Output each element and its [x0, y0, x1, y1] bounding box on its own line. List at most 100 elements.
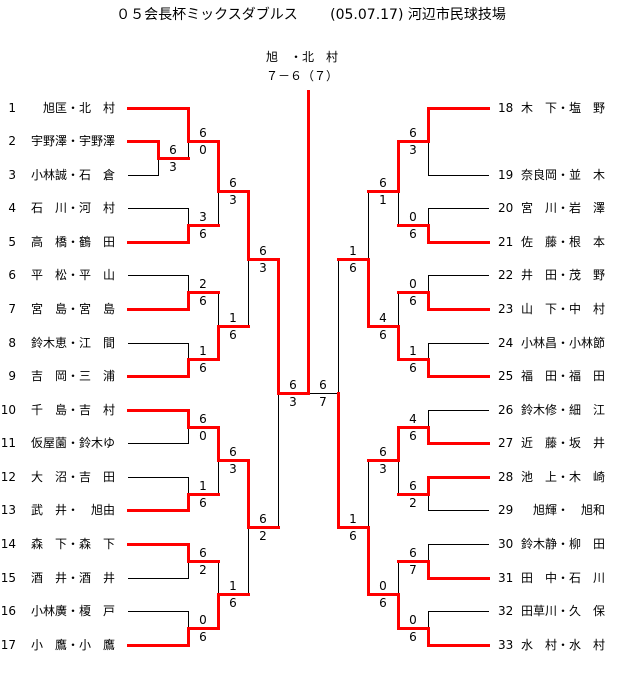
score-bottom: 1 [379, 193, 387, 208]
entry-name: 小 鷹・小 鷹 [31, 637, 116, 652]
score-bottom: 6 [349, 529, 357, 544]
score-top: 6 [409, 126, 417, 141]
entry-name: 佐 藤・根 本 [521, 234, 606, 249]
entry-name: 池 上・木 崎 [521, 469, 606, 484]
score-bottom: 0 [199, 143, 207, 158]
score-bottom: 0 [199, 428, 207, 443]
score-top: 0 [199, 612, 207, 627]
entry-seed: 19 [498, 167, 514, 182]
score-bottom: 6 [349, 260, 357, 275]
entry-seed: 24 [498, 335, 514, 350]
entry-seed: 8 [8, 335, 16, 350]
score-top: 4 [409, 411, 417, 426]
entry-seed: 26 [498, 402, 514, 417]
entry-name: 高 橋・鶴 田 [31, 234, 116, 249]
score-top: 6 [229, 176, 237, 191]
entry-name: 奈良岡・並 木 [521, 167, 606, 182]
entry-name: 田草川・久 保 [521, 604, 606, 619]
left-entry: 10 千 島・吉 村 [0, 403, 634, 417]
entry-seed: 31 [498, 570, 514, 585]
entry-name: 吉 岡・三 浦 [31, 369, 116, 384]
final-score: ７－６（７） [265, 69, 338, 83]
entry-name: 千 島・吉 村 [31, 402, 116, 417]
score-top: 6 [379, 176, 387, 191]
entry-name: 仮屋薗・鈴木ゆ [31, 436, 116, 451]
entry-seed: 28 [498, 469, 514, 484]
entry-seed: 33 [498, 637, 514, 652]
entry-seed: 16 [0, 604, 16, 619]
score-bottom: 7 [319, 394, 327, 409]
entry-name: 鈴木静・柳 田 [521, 537, 606, 552]
score-bottom: 3 [229, 462, 237, 477]
entry-name: 森 下・森 下 [31, 537, 116, 552]
entry-name: 平 松・平 山 [31, 268, 116, 283]
score-top: 1 [229, 310, 237, 325]
score-bottom: 7 [409, 562, 417, 577]
score-top: 6 [169, 142, 177, 157]
entry-name: 鈴木恵・江 間 [31, 335, 116, 350]
entry-seed: 10 [0, 402, 16, 417]
score-top: 6 [379, 445, 387, 460]
entry-name: 田 中・石 川 [521, 570, 606, 585]
score-bottom: 2 [259, 529, 267, 544]
entry-seed: 2 [8, 134, 16, 149]
score-top: 0 [409, 210, 417, 225]
entry-name: 小林昌・小林節 [521, 335, 606, 350]
score-top: 6 [319, 377, 327, 392]
score-top: 2 [199, 277, 207, 292]
score-top: 1 [199, 478, 207, 493]
score-bottom: 6 [199, 294, 207, 309]
entry-name: 福 田・福 田 [521, 369, 606, 384]
score-bottom: 6 [199, 495, 207, 510]
entry-seed: 18 [498, 100, 514, 115]
score-top: 1 [349, 243, 357, 258]
entry-seed: 27 [498, 436, 514, 451]
score-bottom: 2 [409, 495, 417, 510]
entry-seed: 32 [498, 604, 514, 619]
score-top: 0 [409, 612, 417, 627]
score-bottom: 6 [409, 428, 417, 443]
score-bottom: 6 [229, 327, 237, 342]
entry-seed: 13 [0, 503, 16, 518]
entry-seed: 7 [8, 301, 16, 316]
right-entry: 29 旭輝・ 旭和 [0, 503, 634, 517]
score-bottom: 3 [379, 462, 387, 477]
entry-name: 武 井・ 旭由 [31, 503, 116, 518]
right-entry: 31 田 中・石 川 [0, 571, 634, 585]
score-top: 1 [349, 512, 357, 527]
champion-name: 旭 ・北 村 [265, 50, 338, 64]
score-top: 6 [409, 478, 417, 493]
score-top: 1 [229, 579, 237, 594]
entry-name: 井 田・茂 野 [521, 268, 606, 283]
score-top: 6 [199, 411, 207, 426]
entry-name: 大 沼・吉 田 [31, 469, 116, 484]
